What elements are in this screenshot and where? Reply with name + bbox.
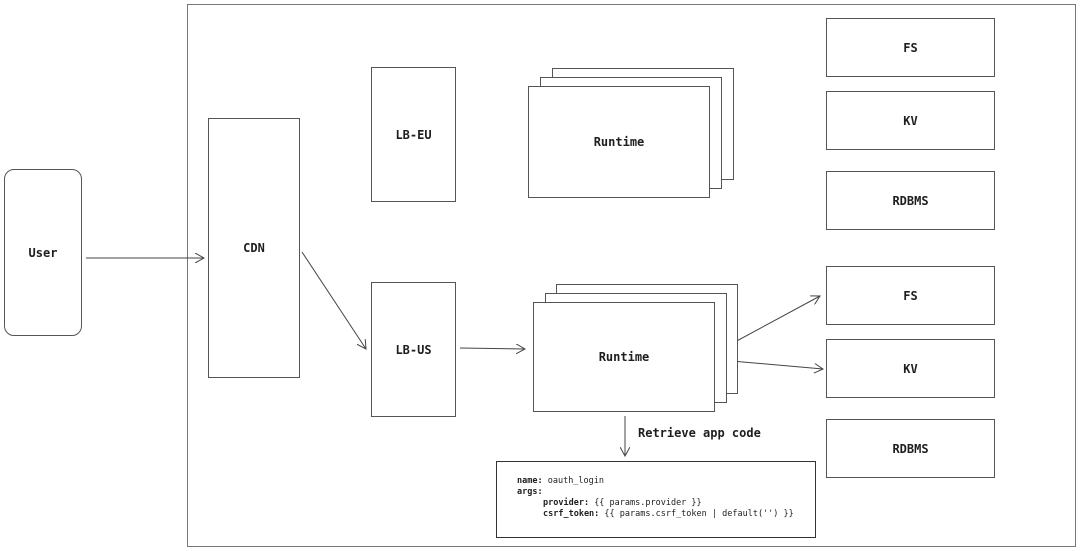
- code-name-value: oauth_login: [547, 476, 605, 486]
- code-provider-key: provider:: [543, 498, 590, 508]
- us-rdbms-label: RDBMS: [892, 441, 929, 456]
- code-line-provider: provider: {{ params.provider }}: [517, 498, 803, 509]
- us-rdbms-node: RDBMS: [826, 419, 995, 478]
- arrow-lb-us-to-runtime: [459, 348, 525, 349]
- us-fs-label: FS: [903, 288, 918, 303]
- eu-fs-label: FS: [903, 40, 918, 55]
- user-label: User: [28, 245, 58, 260]
- us-fs-node: FS: [826, 266, 995, 325]
- lb-us-node: LB-US: [371, 282, 456, 417]
- code-line-name: name: oauth_login: [517, 476, 803, 487]
- eu-rdbms-node: RDBMS: [826, 171, 995, 230]
- us-kv-node: KV: [826, 339, 995, 398]
- eu-fs-node: FS: [826, 18, 995, 77]
- code-line-csrf: csrf_token: {{ params.csrf_token | defau…: [517, 509, 803, 520]
- runtime-us-node: Runtime: [533, 302, 715, 412]
- eu-kv-label: KV: [903, 113, 918, 128]
- cdn-node: CDN: [208, 118, 300, 378]
- code-name-key: name:: [517, 476, 543, 486]
- lb-eu-node: LB-EU: [371, 67, 456, 202]
- code-csrf-key: csrf_token:: [543, 509, 600, 519]
- eu-rdbms-label: RDBMS: [892, 193, 929, 208]
- runtime-us-label: Runtime: [598, 350, 650, 364]
- code-csrf-value: {{ params.csrf_token | default('') }}: [604, 509, 794, 519]
- arrow-cdn-to-lb-us: [301, 251, 366, 349]
- runtime-eu-label: Runtime: [593, 135, 645, 149]
- user-node: User: [4, 169, 82, 336]
- eu-kv-node: KV: [826, 91, 995, 150]
- retrieve-app-code-label: Retrieve app code: [638, 426, 761, 440]
- lb-eu-label: LB-EU: [395, 127, 432, 142]
- code-line-args: args:: [517, 487, 803, 498]
- deployment-region: [187, 4, 1076, 547]
- lb-us-label: LB-US: [395, 342, 432, 357]
- us-kv-label: KV: [903, 361, 918, 376]
- code-provider-value: {{ params.provider }}: [594, 498, 702, 508]
- code-args-key: args:: [517, 487, 543, 497]
- cdn-label: CDN: [243, 241, 265, 255]
- runtime-eu-node: Runtime: [528, 86, 710, 198]
